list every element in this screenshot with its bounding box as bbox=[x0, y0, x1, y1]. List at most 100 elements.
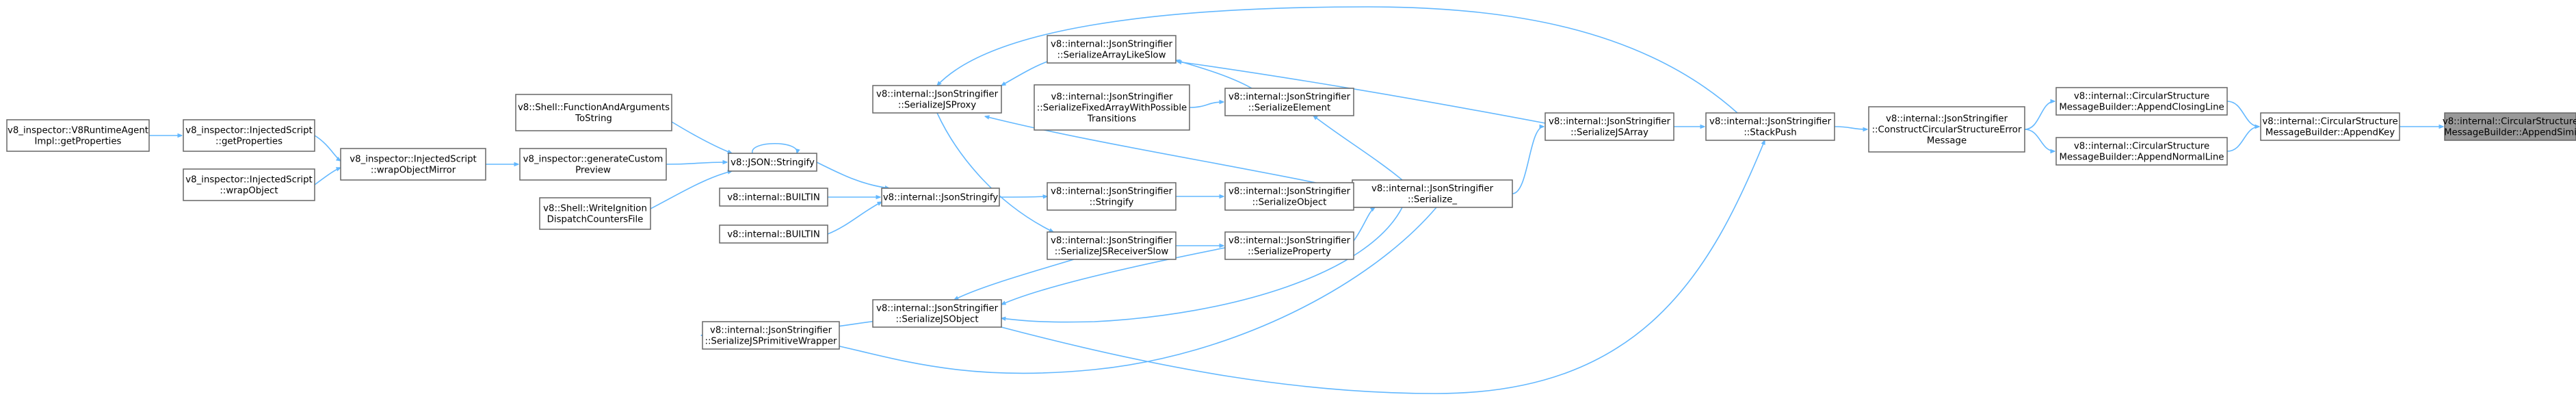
node-serialize-fixed[interactable]: v8::internal::JsonStringifier::Serialize… bbox=[1034, 84, 1190, 131]
node-stringify[interactable]: v8::internal::JsonStringifier::Stringify bbox=[1047, 182, 1177, 211]
node-label-line: ::SerializeProperty bbox=[1248, 247, 1331, 257]
node-label-line: v8::internal::JsonStringifier bbox=[1228, 92, 1351, 103]
node-serialize-jsobject[interactable]: v8::internal::JsonStringifier::Serialize… bbox=[872, 299, 1002, 328]
node-box bbox=[2055, 137, 2228, 166]
node-label-line: ::SerializeArrayLikeSlow bbox=[1057, 51, 1166, 61]
node-serialize-property[interactable]: v8::internal::JsonStringifier::Serialize… bbox=[1224, 231, 1354, 260]
edge-fn-args-to-json-stringify bbox=[671, 121, 732, 154]
edge-serialize-property-to-serialize- bbox=[1353, 207, 1375, 242]
node-serialize-element[interactable]: v8::internal::JsonStringifier::Serialize… bbox=[1224, 88, 1354, 116]
node-label-line: v8::internal::BUILTIN bbox=[727, 193, 820, 203]
node-box bbox=[702, 321, 840, 350]
edge-serialize-receiver-to-serialize-jsobject bbox=[954, 259, 1075, 300]
node-label-line: v8_inspector::InjectedScript bbox=[185, 126, 312, 136]
node-box bbox=[183, 168, 315, 201]
node-box bbox=[1545, 112, 1674, 141]
node-serialize-[interactable]: v8::internal::JsonStringifier::Serialize… bbox=[1352, 179, 1513, 208]
node-write-ignition[interactable]: v8::Shell::WriteIgnitionDispatchCounters… bbox=[539, 197, 651, 230]
edge-serialize--to-serialize-element bbox=[1313, 116, 1403, 181]
node-get-props[interactable]: v8_inspector::InjectedScript::getPropert… bbox=[183, 119, 315, 152]
node-construct-error[interactable]: v8::internal::JsonStringifier::Construct… bbox=[1868, 106, 2025, 153]
node-serialize-jsarray[interactable]: v8::internal::JsonStringifier::Serialize… bbox=[1545, 112, 1674, 141]
node-label-line: ::SerializeElement bbox=[1248, 103, 1331, 114]
edge-get-props-to-wrap-mirror bbox=[314, 135, 341, 161]
node-box bbox=[1047, 35, 1177, 64]
node-label-line: ::wrapObjectMirror bbox=[371, 166, 456, 176]
edge-construct-error-to-append-normal bbox=[2024, 129, 2055, 151]
edge-serialize-arraylike-to-serialize-jsproxy bbox=[1001, 61, 1048, 86]
node-label-line: v8::Shell::FunctionAndArguments bbox=[518, 103, 670, 113]
node-label-line: v8::internal::JsonStringify bbox=[883, 193, 999, 203]
node-box bbox=[183, 119, 315, 152]
node-runtime-agent[interactable]: v8_inspector::V8RuntimeAgentImpl::getPro… bbox=[6, 119, 150, 152]
node-builtin2[interactable]: v8::internal::BUILTIN bbox=[719, 224, 828, 244]
node-label-line: ::SerializeJSProxy bbox=[898, 101, 976, 111]
node-json-stringify-internal[interactable]: v8::internal::JsonStringify bbox=[881, 188, 1000, 207]
node-append-sim[interactable]: v8::internal::CircularStructureMessageBu… bbox=[2443, 112, 2576, 141]
node-box bbox=[2444, 112, 2576, 141]
node-stack-push[interactable]: v8::internal::JsonStringifier::StackPush bbox=[1705, 112, 1835, 141]
node-label-line: ::SerializeJSPrimitiveWrapper bbox=[705, 337, 837, 347]
node-builtin1[interactable]: v8::internal::BUILTIN bbox=[719, 188, 828, 207]
node-label-line: MessageBuilder::AppendNormalLine bbox=[2060, 153, 2224, 163]
node-label-line: ::SerializeJSReceiverSlow bbox=[1055, 247, 1169, 257]
node-label-line: v8::internal::JsonStringifier bbox=[1051, 40, 1173, 50]
edge-serialize-jsobject-to-stack-push bbox=[1001, 140, 1765, 394]
node-label-line: v8::internal::CircularStructure bbox=[2074, 92, 2209, 102]
edge-append-closing-to-append-key bbox=[2226, 101, 2259, 127]
node-label-line: ::SerializeFixedArrayWithPossible bbox=[1037, 103, 1187, 114]
node-label-line: ToString bbox=[575, 114, 612, 124]
node-label-line: v8::internal::JsonStringifier bbox=[1886, 114, 2008, 125]
node-label-line: MessageBuilder::AppendSimi bbox=[2444, 128, 2576, 138]
node-box bbox=[872, 299, 1002, 328]
node-label-line: Message bbox=[1927, 136, 1967, 146]
node-box bbox=[1224, 182, 1354, 211]
node-label-line: ::Stringify bbox=[1090, 198, 1134, 208]
node-serialize-primitive[interactable]: v8::internal::JsonStringifier::Serialize… bbox=[702, 321, 840, 350]
node-append-normal[interactable]: v8::internal::CircularStructureMessageBu… bbox=[2055, 137, 2228, 166]
node-box bbox=[1047, 231, 1177, 260]
node-serialize-arraylike[interactable]: v8::internal::JsonStringifier::Serialize… bbox=[1047, 35, 1177, 64]
node-label-line: v8::internal::JsonStringifier bbox=[710, 326, 832, 336]
node-label-line: v8::internal::CircularStructure bbox=[2262, 117, 2397, 127]
edge-write-ignition-to-json-stringify bbox=[650, 171, 732, 209]
node-label-line: Transitions bbox=[1087, 114, 1136, 125]
node-box bbox=[1705, 112, 1835, 141]
edge-stack-push-to-construct-error bbox=[1834, 126, 1867, 129]
node-label-line: v8_inspector::InjectedScript bbox=[185, 175, 312, 185]
node-label-line: v8::JSON::Stringify bbox=[731, 158, 815, 168]
node-label-line: Preview bbox=[575, 166, 611, 176]
node-append-closing[interactable]: v8::internal::CircularStructureMessageBu… bbox=[2055, 87, 2228, 116]
node-label-line: v8_inspector::InjectedScript bbox=[350, 155, 476, 165]
node-label-line: Impl::getProperties bbox=[34, 137, 121, 147]
node-box bbox=[340, 148, 486, 181]
edge-serialize--to-serialize-jsobject bbox=[1001, 207, 1403, 323]
node-label-line: MessageBuilder::AppendClosingLine bbox=[2059, 103, 2224, 113]
node-serialize-jsproxy[interactable]: v8::internal::JsonStringifier::Serialize… bbox=[872, 85, 1002, 114]
node-box bbox=[6, 119, 150, 152]
edges-layer bbox=[148, 6, 2443, 394]
node-serialize-receiver[interactable]: v8::internal::JsonStringifier::Serialize… bbox=[1047, 231, 1177, 260]
edge-serialize-jsproxy-to-serialize-receiver bbox=[936, 112, 1053, 232]
node-wrap-mirror[interactable]: v8_inspector::InjectedScript::wrapObject… bbox=[340, 148, 486, 181]
node-label-line: ::Serialize_ bbox=[1408, 195, 1457, 205]
node-label-line: v8::internal::JsonStringifier bbox=[1371, 184, 1494, 194]
node-box bbox=[2055, 87, 2228, 116]
edge-wrap-object-to-wrap-mirror bbox=[314, 168, 341, 185]
node-label-line: ::SerializeObject bbox=[1252, 198, 1327, 208]
node-append-key[interactable]: v8::internal::CircularStructureMessageBu… bbox=[2260, 112, 2400, 141]
node-box bbox=[1224, 231, 1354, 260]
node-label-line: v8::internal::CircularStructure bbox=[2443, 117, 2576, 127]
edge-builtin2-to-json-stringify-internal bbox=[827, 202, 882, 235]
edge-serialize-property-to-serialize-jsobject bbox=[1001, 247, 1226, 305]
node-label-line: v8::internal::JsonStringifier bbox=[876, 304, 999, 314]
node-json-stringify[interactable]: v8::JSON::Stringify bbox=[728, 153, 817, 172]
node-label-line: v8::Shell::WriteIgnition bbox=[543, 204, 647, 214]
node-label-line: v8::internal::BUILTIN bbox=[727, 230, 820, 240]
node-box bbox=[728, 153, 817, 172]
node-serialize-object[interactable]: v8::internal::JsonStringifier::Serialize… bbox=[1224, 182, 1354, 211]
edge-json-stringify-to-json-stringify-internal bbox=[816, 162, 889, 188]
node-wrap-object[interactable]: v8_inspector::InjectedScript::wrapObject bbox=[183, 168, 315, 201]
